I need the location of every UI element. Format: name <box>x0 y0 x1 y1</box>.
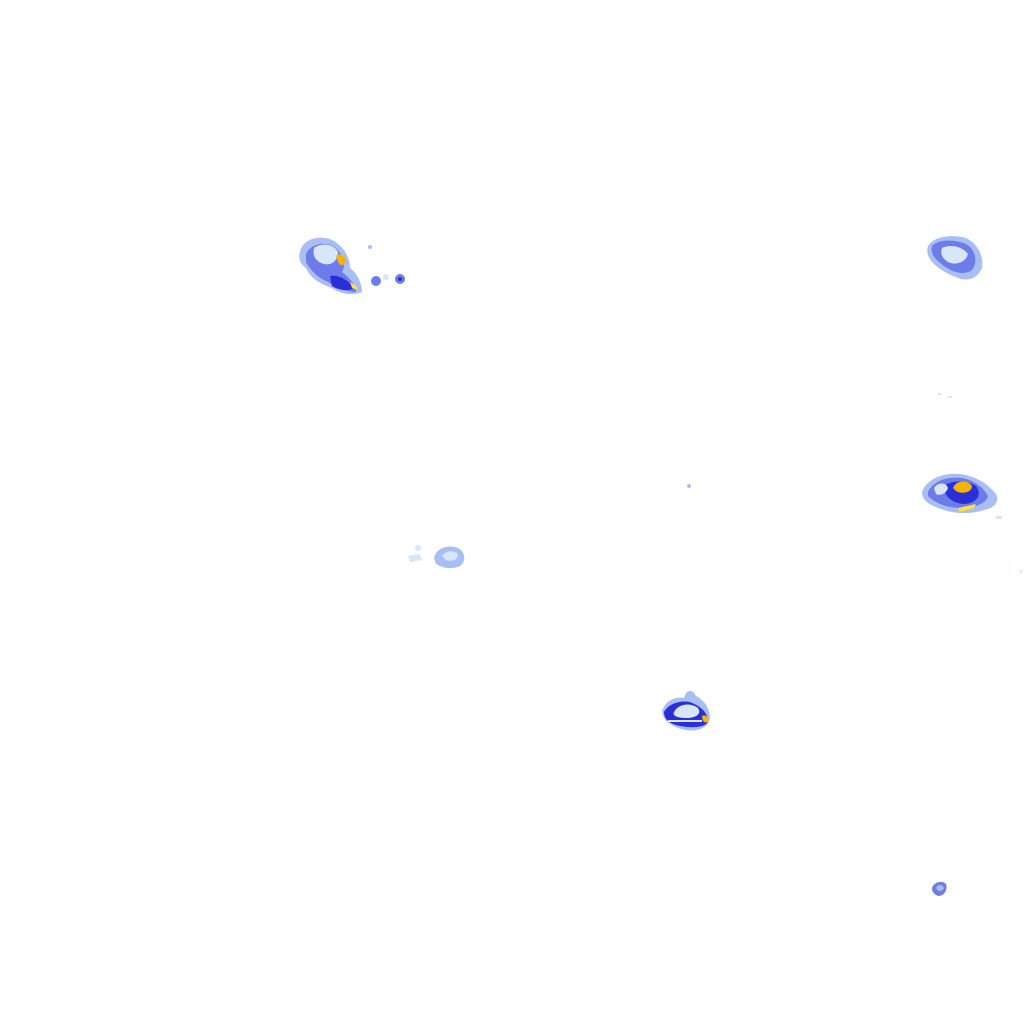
echo-cell-northwest-fragments <box>368 245 405 286</box>
echo-cell-northwest-heavy <box>330 275 354 291</box>
echo-cell-northeast <box>927 236 983 280</box>
echo-cell-east <box>922 473 1002 519</box>
echo-cell-center-west <box>408 545 465 569</box>
echo-cell-southeast-core <box>936 885 944 891</box>
echo-fragment <box>383 274 389 280</box>
echo-speck-east <box>938 393 941 395</box>
echo-speck-east-2 <box>948 396 952 398</box>
echo-fragment <box>371 276 381 286</box>
echo-cell-south-center-peak <box>702 715 709 723</box>
echo-fragment <box>408 554 422 562</box>
echo-speck-center <box>687 484 691 488</box>
echo-cell-east-peak-2 <box>958 504 976 512</box>
echo-fragment <box>415 545 421 551</box>
echo-cell-northwest-peak-2 <box>350 282 358 290</box>
echo-cell-east-peak <box>953 481 972 493</box>
echo-cell-south-center <box>662 690 710 731</box>
echo-cell-southeast <box>932 881 947 896</box>
echo-cell-northeast-core <box>941 246 968 264</box>
echo-cell-northwest-core <box>313 244 338 265</box>
echo-speck-edge <box>1020 570 1022 573</box>
echo-cell-center-west-core <box>442 551 458 561</box>
echo-cell-northwest <box>299 237 362 295</box>
echo-cell-south-center-core <box>673 704 700 718</box>
echo-fragment <box>398 277 402 281</box>
echo-cell-northwest-peak <box>336 254 346 265</box>
echo-cell-south-center-band <box>668 720 702 722</box>
echo-cell-east-fragment <box>996 516 1002 519</box>
echo-fragment <box>368 245 372 249</box>
echo-cell-east-core <box>934 483 948 495</box>
